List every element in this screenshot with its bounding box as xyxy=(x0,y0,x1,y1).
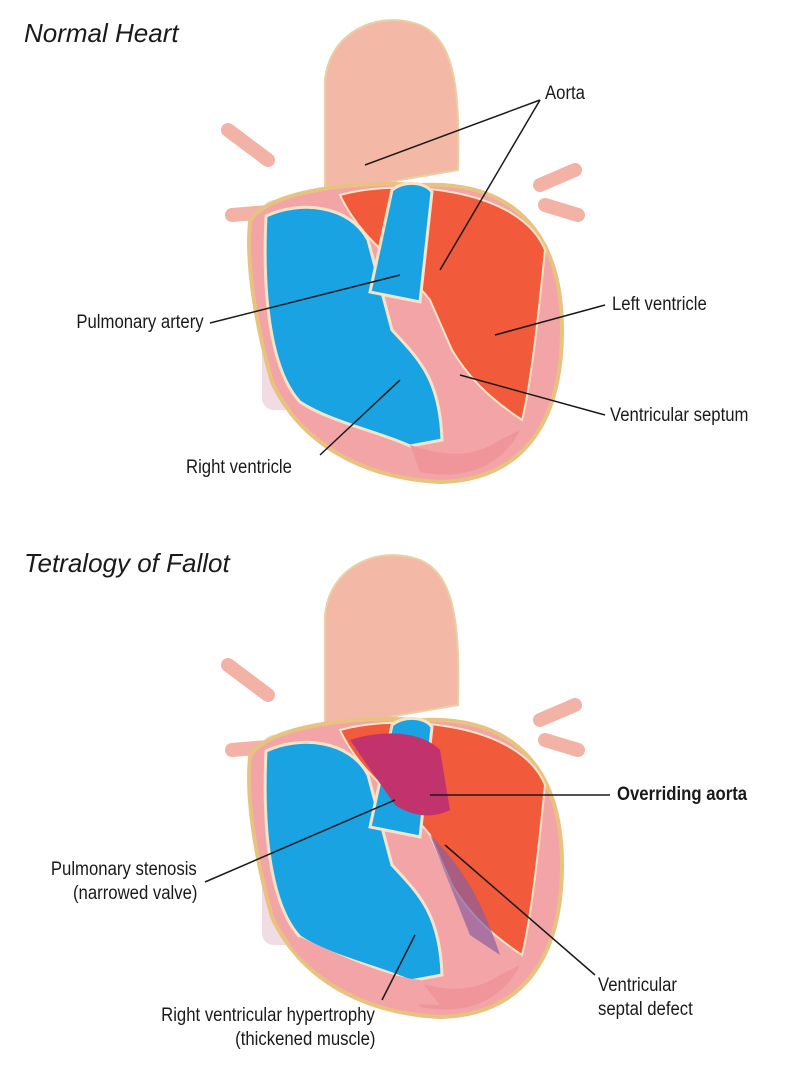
label-pulmonary-stenosis: Pulmonary stenosis xyxy=(51,859,197,880)
label-aorta: Aorta xyxy=(545,83,585,104)
label-pulmonary-stenosis-note: (narrowed valve) xyxy=(72,883,197,904)
tof-heart-illustration xyxy=(228,555,578,1017)
leader-lines xyxy=(204,99,610,1001)
label-ventricular-septum: Ventricular septum xyxy=(610,405,749,426)
label-rvh: Right ventricular hypertrophy xyxy=(161,1005,375,1026)
label-vsd-line2: septal defect xyxy=(598,999,693,1020)
label-pulmonary-artery: Pulmonary artery xyxy=(76,312,204,333)
label-rvh-note: (thickened muscle) xyxy=(234,1029,375,1050)
label-vsd-line1: Ventricular xyxy=(598,975,678,996)
label-overriding-aorta: Overriding aorta xyxy=(617,784,748,805)
normal-heart-title: Normal Heart xyxy=(24,18,179,48)
normal-heart-illustration xyxy=(228,20,578,482)
label-left-ventricle: Left ventricle xyxy=(612,294,707,315)
label-right-ventricle: Right ventricle xyxy=(186,457,292,478)
tof-title: Tetralogy of Fallot xyxy=(24,548,230,578)
